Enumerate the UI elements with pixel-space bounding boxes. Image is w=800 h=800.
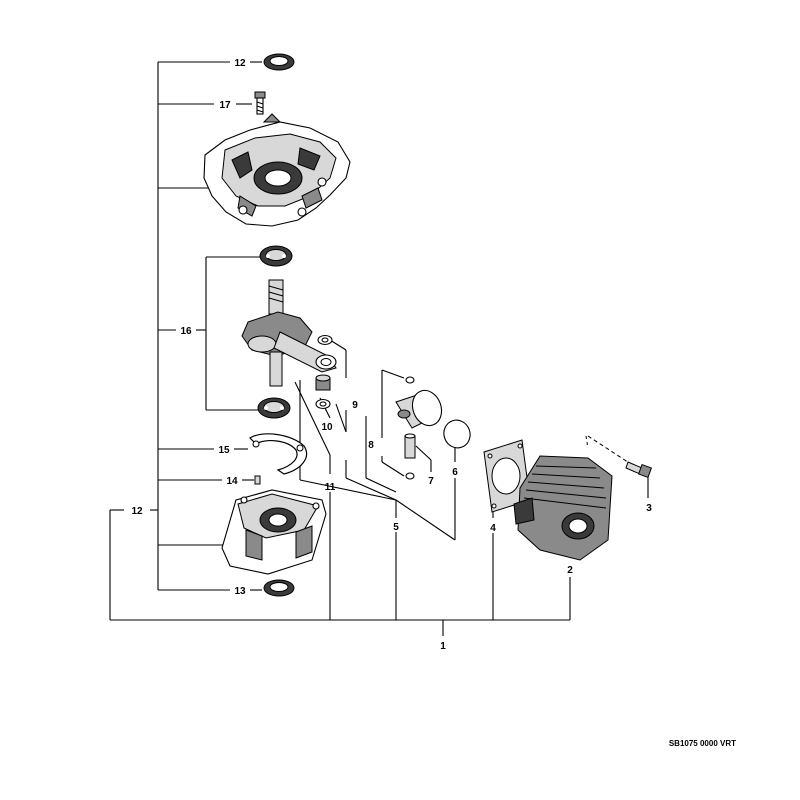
- callout-15: 15: [218, 445, 230, 456]
- cylinder: [513, 455, 613, 561]
- circlip-top: [405, 376, 415, 384]
- callout-13: 13: [234, 586, 246, 597]
- washer-upper: [317, 334, 333, 346]
- dowel-pin: [254, 475, 261, 485]
- callout-8: 8: [368, 440, 374, 451]
- callout-6: 6: [452, 467, 458, 478]
- callout-3: 3: [646, 503, 652, 514]
- circlip-bottom: [405, 472, 415, 480]
- piston-ring: [443, 419, 471, 449]
- needle-bearing: [315, 374, 331, 391]
- callout-labels: 12 17 16 15 14 12 13 9 10 8 11 7 6 5 4 2…: [131, 58, 652, 652]
- callout-5: 5: [393, 522, 399, 533]
- oil-seal-top: [263, 53, 295, 71]
- bearing-top: [259, 245, 293, 267]
- oil-seal-bottom: [263, 579, 295, 597]
- callout-2: 2: [567, 565, 573, 576]
- crankcase-lower: [221, 489, 327, 575]
- washer-lower: [315, 398, 331, 410]
- callout-12-side: 12: [131, 506, 143, 517]
- callout-16: 16: [180, 326, 192, 337]
- cylinder-gasket: [483, 439, 531, 513]
- leader-lines: [109, 61, 649, 636]
- callout-17: 17: [219, 100, 231, 111]
- callout-12-top: 12: [234, 58, 246, 69]
- bolt-17: [254, 91, 266, 115]
- callout-1: 1: [440, 641, 446, 652]
- callout-7: 7: [428, 476, 434, 487]
- callout-4: 4: [490, 523, 496, 534]
- callout-10: 10: [321, 422, 333, 433]
- cylinder-bolt: [625, 461, 653, 479]
- callout-11: 11: [325, 482, 336, 493]
- crankcase-upper: [203, 113, 351, 227]
- piston: [395, 389, 443, 429]
- intake-gasket-15: [249, 433, 308, 475]
- callout-9: 9: [352, 400, 358, 411]
- crankshaft: [241, 279, 337, 387]
- callout-14: 14: [226, 476, 238, 487]
- bearing-bottom: [257, 397, 291, 419]
- drawing-code: SB1075 0000 VRT: [669, 739, 736, 748]
- piston-pin: [404, 433, 416, 459]
